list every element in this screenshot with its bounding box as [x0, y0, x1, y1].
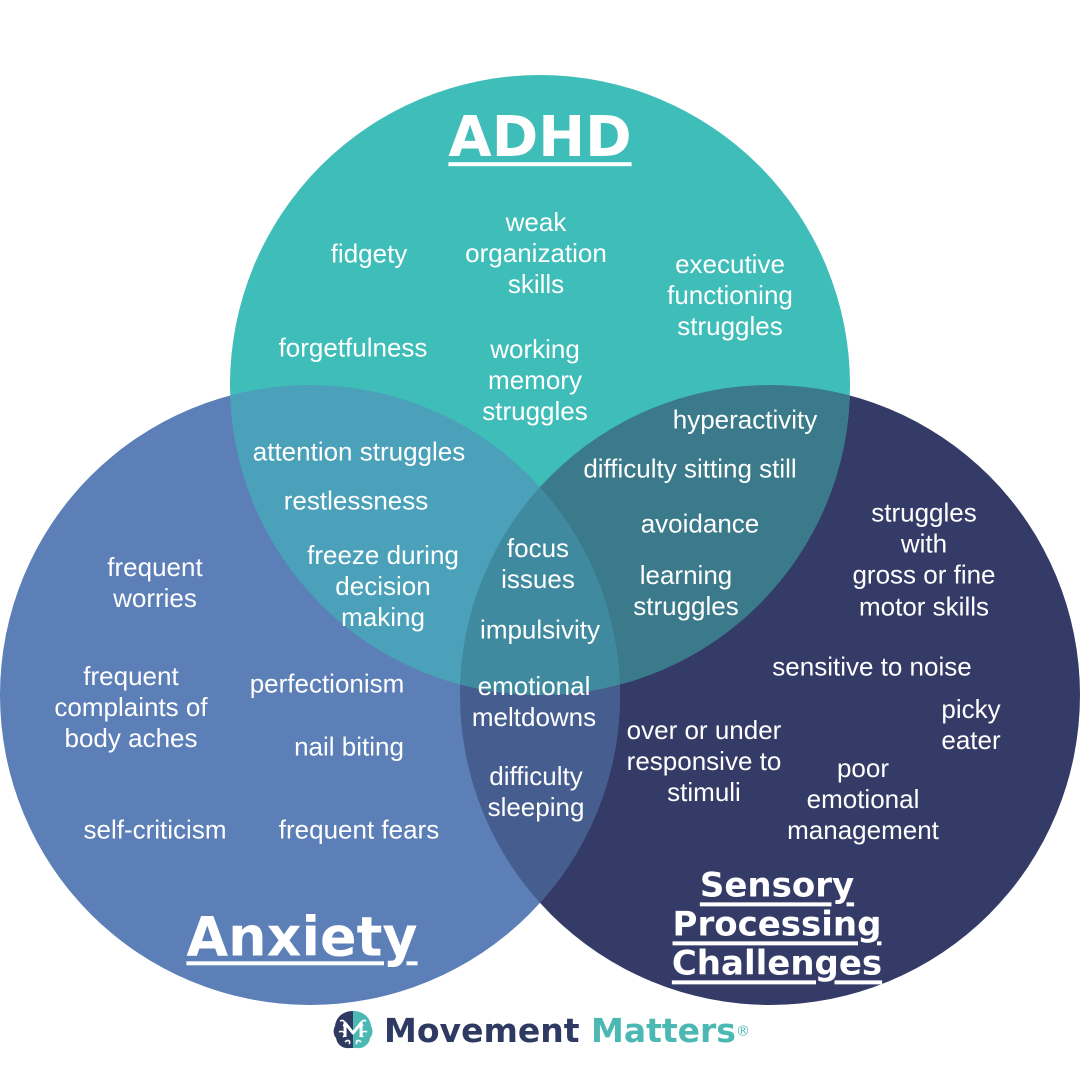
brand-logo: Movement Matters®	[330, 1007, 750, 1053]
sensory-title: Sensory Processing Challenges	[671, 865, 883, 984]
label-restlessness: restlessness	[283, 485, 429, 516]
brand-name-part1: Movement	[384, 1010, 591, 1050]
label-stimuli: over or under responsive to stimuli	[626, 715, 782, 808]
brain-icon	[333, 1011, 373, 1049]
label-nail-biting: nail biting	[294, 731, 404, 762]
label-impulsivity: impulsivity	[480, 614, 600, 645]
brand-name-part2: Matters	[590, 1010, 736, 1050]
anxiety-title: Anxiety	[186, 905, 418, 969]
label-hyperactivity: hyperactivity	[672, 404, 818, 435]
label-motor-skills: struggles with gross or fine motor skill…	[852, 497, 996, 622]
label-perfectionism: perfectionism	[249, 668, 405, 699]
label-picky-eater: picky eater	[941, 693, 1001, 755]
label-focus-issues: focus issues	[501, 532, 575, 594]
adhd-sensory-overlap	[460, 385, 850, 695]
label-forgetfulness: forgetfulness	[278, 332, 428, 363]
label-working-memory: working memory struggles	[482, 334, 588, 427]
adhd-title: ADHD	[448, 105, 632, 171]
label-difficulty-sitting-still: difficulty sitting still	[583, 453, 797, 484]
label-self-criticism: self-criticism	[83, 814, 227, 845]
label-fidgety: fidgety	[330, 238, 408, 269]
label-emotional-meltdowns: emotional meltdowns	[471, 670, 597, 732]
label-attention-struggles: attention struggles	[252, 436, 466, 467]
label-executive-functioning: executive functioning struggles	[667, 249, 793, 342]
registered-mark: ®	[735, 1023, 750, 1040]
label-emotional-management: poor emotional management	[787, 753, 939, 846]
label-freeze-decision: freeze during decision making	[307, 540, 459, 633]
label-sensitive-to-noise: sensitive to noise	[772, 651, 972, 682]
label-frequent-worries: frequent worries	[107, 551, 203, 613]
label-avoidance: avoidance	[640, 508, 760, 539]
label-learning-struggles: learning struggles	[633, 559, 739, 621]
label-frequent-fears: frequent fears	[278, 814, 440, 845]
label-difficulty-sleeping: difficulty sleeping	[487, 760, 585, 822]
adhd-anxiety-overlap	[230, 385, 620, 695]
label-weak-organization: weak organization skills	[465, 207, 607, 300]
label-body-aches: frequent complaints of body aches	[54, 661, 208, 754]
